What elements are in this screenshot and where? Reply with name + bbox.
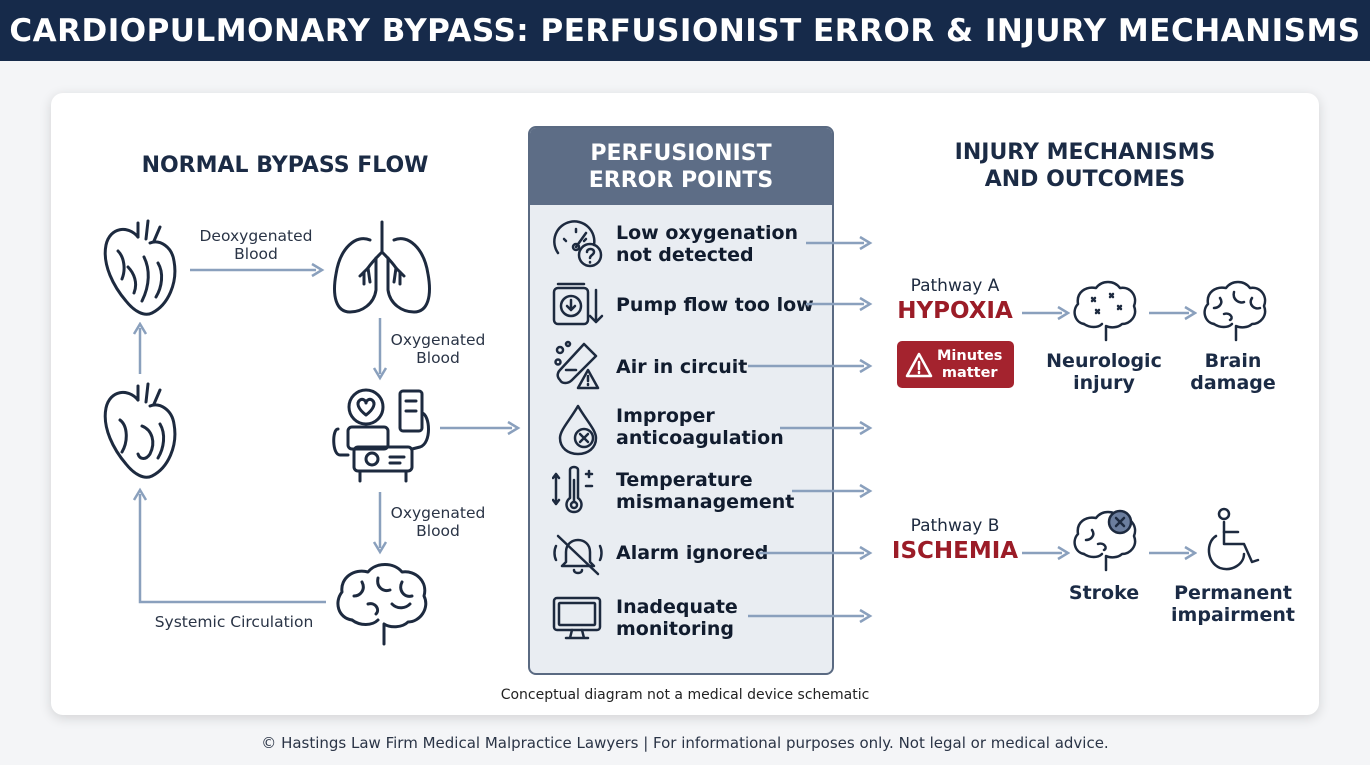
systemic-circulation-arrow <box>130 486 330 612</box>
wheelchair-icon <box>1202 506 1264 574</box>
air-bubble-icon <box>552 340 604 392</box>
brain-damage-icon <box>1200 280 1268 342</box>
arrow-injury-to-damage <box>1147 305 1198 325</box>
heart-icon <box>98 217 182 321</box>
footer-disclaimer: © Hastings Law Firm Medical Malpractice … <box>261 734 1109 752</box>
thermometer-icon <box>552 464 604 516</box>
arrows-error-out <box>740 230 880 634</box>
deoxygenated-blood-label: Deoxygenated Blood <box>199 227 313 263</box>
error-air-in-circuit: Air in circuit <box>616 356 748 378</box>
lungs-icon <box>330 218 434 318</box>
neurologic-injury-label: Neurologic injury <box>1046 350 1162 394</box>
permanent-impairment-label: Permanent impairment <box>1171 582 1295 626</box>
arrow-lungs-to-pump <box>372 316 388 386</box>
brain-icon <box>332 560 430 648</box>
minutes-matter-text: Minutes matter <box>937 347 1003 381</box>
error-alarm-ignored: Alarm ignored <box>616 542 769 564</box>
oxygenated-blood-label-2: Oxygenated Blood <box>390 504 486 540</box>
arrow-hypoxia-to-injury <box>1020 305 1071 325</box>
arrow-stroke-to-impairment <box>1147 545 1198 565</box>
pathway-a-label: Pathway A <box>910 276 1000 296</box>
arrow-ischemia-to-stroke <box>1020 545 1071 565</box>
error-pump-flow: Pump flow too low <box>616 294 814 316</box>
arrow-pump-to-body <box>372 490 388 560</box>
injury-mechanisms-title: INJURY MECHANISMS AND OUTCOMES <box>954 140 1216 192</box>
pathway-b-label: Pathway B <box>910 516 1000 536</box>
diagram-caption: Conceptual diagram not a medical device … <box>500 687 870 703</box>
hypoxia-label: HYPOXIA <box>897 298 1013 324</box>
error-inadequate-monitoring: Inadequate monitoring <box>616 596 738 640</box>
error-points-title: PERFUSIONIST ERROR POINTS <box>588 140 774 193</box>
alarm-off-icon <box>552 532 604 578</box>
warning-icon <box>905 352 933 378</box>
heart-icon-2 <box>98 380 182 484</box>
error-temperature: Temperature mismanagement <box>616 469 795 513</box>
arrow-heart-up <box>132 321 148 380</box>
pump-icon <box>552 282 604 330</box>
stroke-brain-icon <box>1070 508 1138 572</box>
ischemia-label: ISCHEMIA <box>891 538 1019 564</box>
monitor-icon <box>552 594 604 642</box>
error-points-header: PERFUSIONIST ERROR POINTS <box>530 128 832 205</box>
blood-drop-icon <box>556 404 602 456</box>
header-bar: CARDIOPULMONARY BYPASS: PERFUSIONIST ERR… <box>0 0 1370 61</box>
normal-flow-title: NORMAL BYPASS FLOW <box>141 153 429 178</box>
error-points-panel: PERFUSIONIST ERROR POINTS <box>528 126 834 675</box>
brain-damage-label: Brain damage <box>1190 350 1276 394</box>
arrow-heart-to-lungs <box>188 262 326 282</box>
error-anticoagulation: Improper anticoagulation <box>616 405 784 449</box>
bypass-machine-icon <box>330 385 434 485</box>
oxygenated-blood-label: Oxygenated Blood <box>390 331 486 367</box>
arrow-machine-to-errors <box>438 420 522 440</box>
neurologic-injury-brain-icon <box>1070 280 1138 342</box>
page-title: CARDIOPULMONARY BYPASS: PERFUSIONIST ERR… <box>9 12 1361 49</box>
gauge-icon <box>552 219 604 269</box>
stroke-label: Stroke <box>1068 582 1140 604</box>
error-low-oxygenation: Low oxygenation not detected <box>616 222 799 266</box>
systemic-circulation-label: Systemic Circulation <box>154 613 314 631</box>
minutes-matter-badge: Minutes matter <box>897 341 1014 388</box>
